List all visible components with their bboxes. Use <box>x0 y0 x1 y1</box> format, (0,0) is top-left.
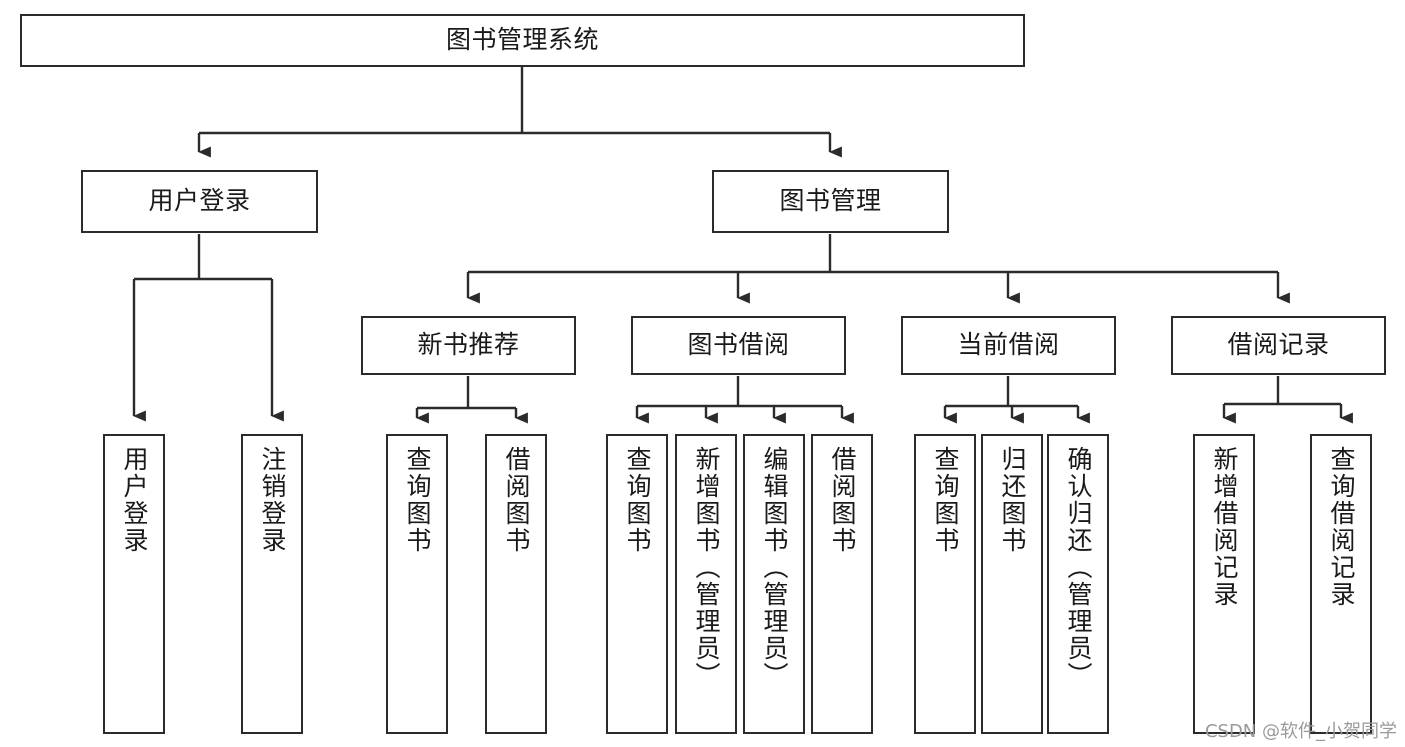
node-label: 用户登录 <box>120 446 149 554</box>
leaf-book-borrow-add[interactable]: 新增图书（管理员） <box>675 434 737 734</box>
node-label: 新增借阅记录 <box>1210 446 1239 608</box>
leaf-user-login-signout[interactable]: 注销登录 <box>241 434 303 734</box>
node-label: 借阅图书 <box>828 446 857 554</box>
node-current-borrow[interactable]: 当前借阅 <box>901 316 1116 375</box>
node-label: 注销登录 <box>258 446 287 554</box>
leaf-book-borrow-edit[interactable]: 编辑图书（管理员） <box>743 434 805 734</box>
node-borrow-record[interactable]: 借阅记录 <box>1171 316 1386 375</box>
node-book-management[interactable]: 图书管理 <box>712 170 949 233</box>
node-label: 图书借阅 <box>687 330 790 360</box>
leaf-new-book-query[interactable]: 查询图书 <box>386 434 448 734</box>
node-label: 编辑图书（管理员） <box>760 446 789 689</box>
leaf-book-borrow-query[interactable]: 查询图书 <box>606 434 668 734</box>
node-label: 借阅图书 <box>502 446 531 554</box>
leaf-current-borrow-confirm-return[interactable]: 确认归还（管理员） <box>1047 434 1109 734</box>
node-user-login[interactable]: 用户登录 <box>81 170 318 233</box>
leaf-current-borrow-return[interactable]: 归还图书 <box>981 434 1043 734</box>
node-new-book-recommend[interactable]: 新书推荐 <box>361 316 576 375</box>
leaf-borrow-record-add[interactable]: 新增借阅记录 <box>1193 434 1255 734</box>
node-label: 当前借阅 <box>957 330 1060 360</box>
node-label: 查询图书 <box>931 446 960 554</box>
node-label: 归还图书 <box>998 446 1027 554</box>
node-label: 图书管理 <box>779 186 882 216</box>
node-label: 查询图书 <box>623 446 652 554</box>
leaf-new-book-borrow[interactable]: 借阅图书 <box>485 434 547 734</box>
node-label: 查询借阅记录 <box>1327 446 1356 608</box>
node-label: 确认归还（管理员） <box>1064 446 1093 689</box>
node-label: 图书管理系统 <box>445 25 599 55</box>
node-label: 借阅记录 <box>1227 330 1330 360</box>
node-label: 查询图书 <box>403 446 432 554</box>
node-label: 用户登录 <box>148 186 251 216</box>
node-label: 新书推荐 <box>417 330 520 360</box>
leaf-borrow-record-query[interactable]: 查询借阅记录 <box>1310 434 1372 734</box>
node-book-management-system[interactable]: 图书管理系统 <box>20 14 1025 67</box>
leaf-current-borrow-query[interactable]: 查询图书 <box>914 434 976 734</box>
leaf-book-borrow-borrow[interactable]: 借阅图书 <box>811 434 873 734</box>
node-label: 新增图书（管理员） <box>692 446 721 689</box>
leaf-user-login-signin[interactable]: 用户登录 <box>103 434 165 734</box>
watermark-text: CSDN @软件_小贺同学 <box>1204 721 1397 742</box>
node-book-borrow[interactable]: 图书借阅 <box>631 316 846 375</box>
